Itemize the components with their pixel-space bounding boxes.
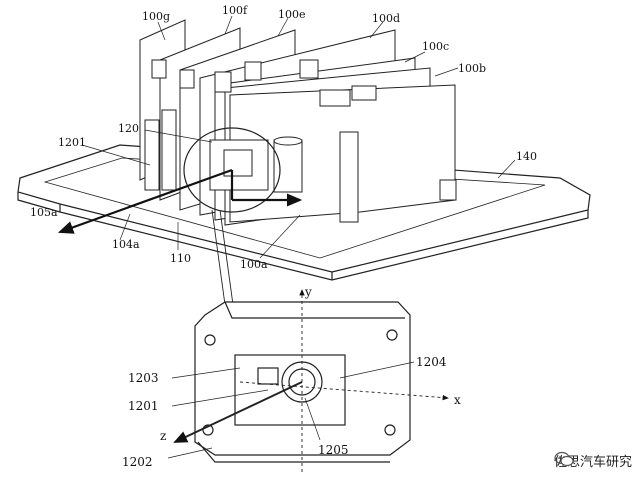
- leader-lines-detail: [167, 361, 415, 459]
- label-100a: 100a: [240, 258, 268, 271]
- label-1205: 1205: [318, 443, 349, 457]
- projection-lines: [211, 209, 235, 313]
- label-140: 140: [516, 150, 537, 163]
- detail-axes: [173, 289, 449, 472]
- label-110: 110: [170, 252, 191, 265]
- label-100e: 100e: [278, 8, 306, 21]
- axis-y-label: y: [304, 285, 312, 299]
- label-120: 120: [118, 122, 139, 135]
- label-1201: 1201: [128, 399, 159, 413]
- camera-module-top: [183, 127, 303, 213]
- watermark-text: 佐思汽车研究: [553, 455, 632, 470]
- labels: 100g 100f 100e 100d 100c 100b 120 1201 1…: [30, 4, 537, 469]
- top-axes: [57, 168, 303, 234]
- leader-lines-top: [81, 15, 516, 259]
- label-100f: 100f: [222, 4, 248, 17]
- label-105a: 105a: [30, 206, 58, 219]
- label-1202: 1202: [122, 455, 153, 469]
- watermark: 佐思汽车研究: [554, 451, 632, 470]
- axis-x-label: x: [454, 393, 461, 407]
- label-1203: 1203: [128, 371, 159, 385]
- label-104a: 104a: [112, 238, 140, 251]
- label-100d: 100d: [372, 12, 400, 25]
- label-1204: 1204: [416, 355, 447, 369]
- label-1201-top: 1201: [58, 136, 86, 149]
- label-100c: 100c: [422, 40, 449, 53]
- wechat-icon: [554, 451, 574, 467]
- label-100g: 100g: [142, 10, 170, 23]
- detail-circle: [183, 127, 281, 213]
- camera-housing-detail: [194, 301, 411, 463]
- axis-z-label: z: [160, 429, 166, 443]
- board-stack: [139, 19, 457, 226]
- label-100b: 100b: [458, 62, 486, 75]
